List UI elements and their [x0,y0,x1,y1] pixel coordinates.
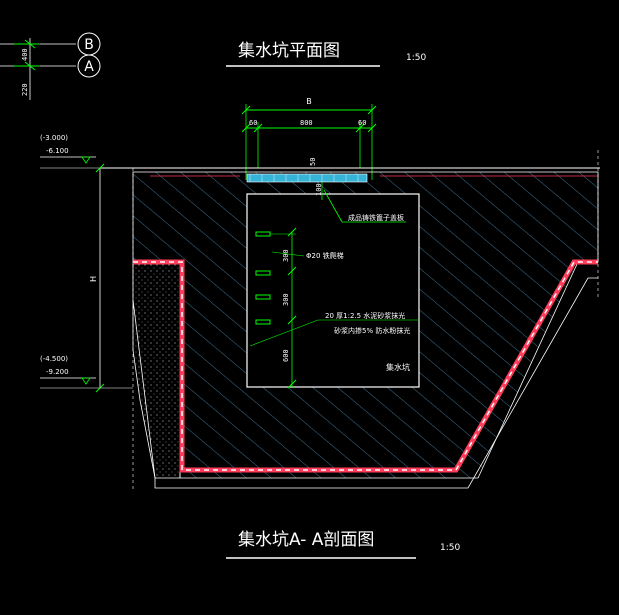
ladder-note: Φ20 铁爬梯 [306,251,344,260]
pit-label: 集水坑 [386,362,410,372]
vdim-300-b: 300 [282,293,290,306]
plaster-note-2: 砂浆内掺5% 防水粉抹光 [334,326,410,335]
level-top-upper: (-3.000) [40,134,68,142]
plaster-notes: 20 厚1:2.5 水泥砂浆抹光 砂浆内掺5% 防水粉抹光 集水坑 [249,311,420,372]
pit-void [246,193,420,388]
axis-markers: B A 400 220 [0,32,101,100]
plan-title: 集水坑平面图 [238,41,340,61]
ladder: 300 300 600 Φ20 铁爬梯 [255,227,344,389]
left-dim-400: 400 [21,48,29,61]
section-body [100,150,600,490]
dim-right-60: 60 [358,119,366,127]
dim-left-60: 60 [249,119,257,127]
axis-label-b: B [84,37,94,53]
left-levels: (-3.000) -6.100 H (-4.500) -9.200 [40,134,133,393]
level-bottom-upper: (-4.500) [40,355,68,363]
plan-scale: 1:50 [406,53,426,63]
vdim-300-a: 300 [282,249,290,262]
section-title: 集水坑A- A剖面图 [238,530,374,550]
axis-label-a: A [84,59,94,75]
height-label: H [89,276,98,282]
level-bottom-lower: -9.200 [46,368,69,376]
section-scale: 1:50 [440,543,460,553]
cover-note: 成品铸铁篦子盖板 [348,213,404,222]
dim-middle-800: 800 [300,119,313,127]
dim-overall-b: B [306,97,312,106]
cover-offset: 100 [315,183,323,196]
axis-bubble-a [77,54,101,78]
plaster-note-1: 20 厚1:2.5 水泥砂浆抹光 [325,311,405,320]
cover-thickness: 50 [309,158,317,166]
vdim-600: 600 [282,349,290,362]
top-dimensions: B 60 800 60 [241,97,377,180]
left-dim-220: 220 [21,83,29,96]
grating-cover: 50 100 成品铸铁篦子盖板 [246,158,406,223]
level-top-lower: -6.100 [46,147,69,155]
